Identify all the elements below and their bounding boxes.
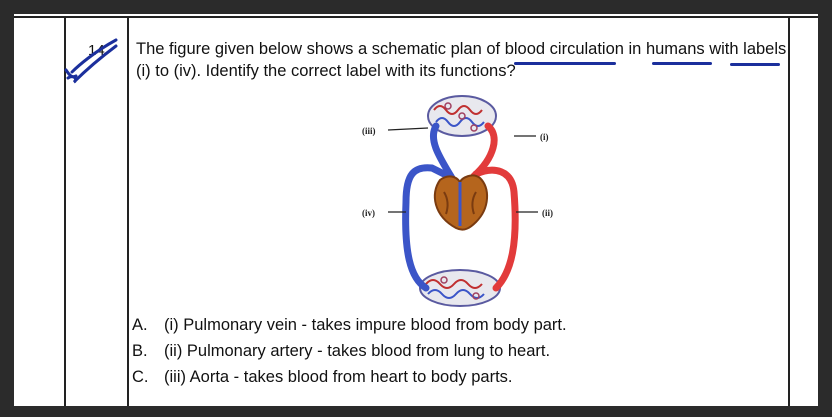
question-line-1: The figure given below shows a schematic… bbox=[136, 40, 787, 58]
lung-capillaries bbox=[427, 95, 497, 137]
option-text: (ii) Pulmonary artery - takes blood from… bbox=[164, 342, 551, 360]
label-iii: (iii) bbox=[362, 126, 376, 136]
pulmonary-artery-vessel bbox=[429, 122, 456, 182]
question-number-cell: 14 bbox=[64, 36, 126, 84]
circulation-diagram: (iii) (i) (iv) (ii) bbox=[362, 95, 553, 307]
body-capillaries bbox=[419, 269, 501, 307]
underline-humans bbox=[652, 62, 712, 65]
label-ii: (ii) bbox=[542, 208, 553, 218]
option-text: (i) Pulmonary vein - takes impure blood … bbox=[164, 316, 567, 334]
table-column-divider bbox=[127, 16, 129, 406]
deoxygenated-vessel bbox=[402, 164, 448, 292]
option-letter: A. bbox=[132, 316, 148, 334]
question-sheet: 14 The figure given below shows a schema… bbox=[14, 14, 818, 406]
checkmark-icon bbox=[64, 38, 118, 84]
option-b[interactable]: B. (ii) Pulmonary artery - takes blood f… bbox=[132, 338, 792, 364]
option-a[interactable]: A. (i) Pulmonary vein - takes impure blo… bbox=[132, 312, 792, 338]
underline-blood-circulation bbox=[514, 62, 616, 65]
label-i: (i) bbox=[540, 132, 549, 142]
heart bbox=[433, 174, 488, 231]
option-letter: C. bbox=[132, 368, 149, 386]
underline-labels bbox=[730, 63, 780, 66]
pulmonary-vein-vessel bbox=[470, 122, 498, 180]
table-top-border bbox=[14, 16, 818, 18]
option-c[interactable]: C. (iii) Aorta - takes blood from heart … bbox=[132, 364, 792, 390]
option-text: (iii) Aorta - takes blood from heart to … bbox=[164, 368, 513, 386]
table-left-border bbox=[64, 16, 66, 406]
table-right-border bbox=[788, 16, 790, 406]
oxygenated-vessel bbox=[472, 166, 519, 292]
question-line-2: (i) to (iv). Identify the correct label … bbox=[136, 62, 516, 80]
question-text: The figure given below shows a schematic… bbox=[136, 38, 796, 82]
label-iv: (iv) bbox=[362, 208, 375, 218]
option-letter: B. bbox=[132, 342, 148, 360]
answer-options: A. (i) Pulmonary vein - takes impure blo… bbox=[132, 312, 792, 390]
